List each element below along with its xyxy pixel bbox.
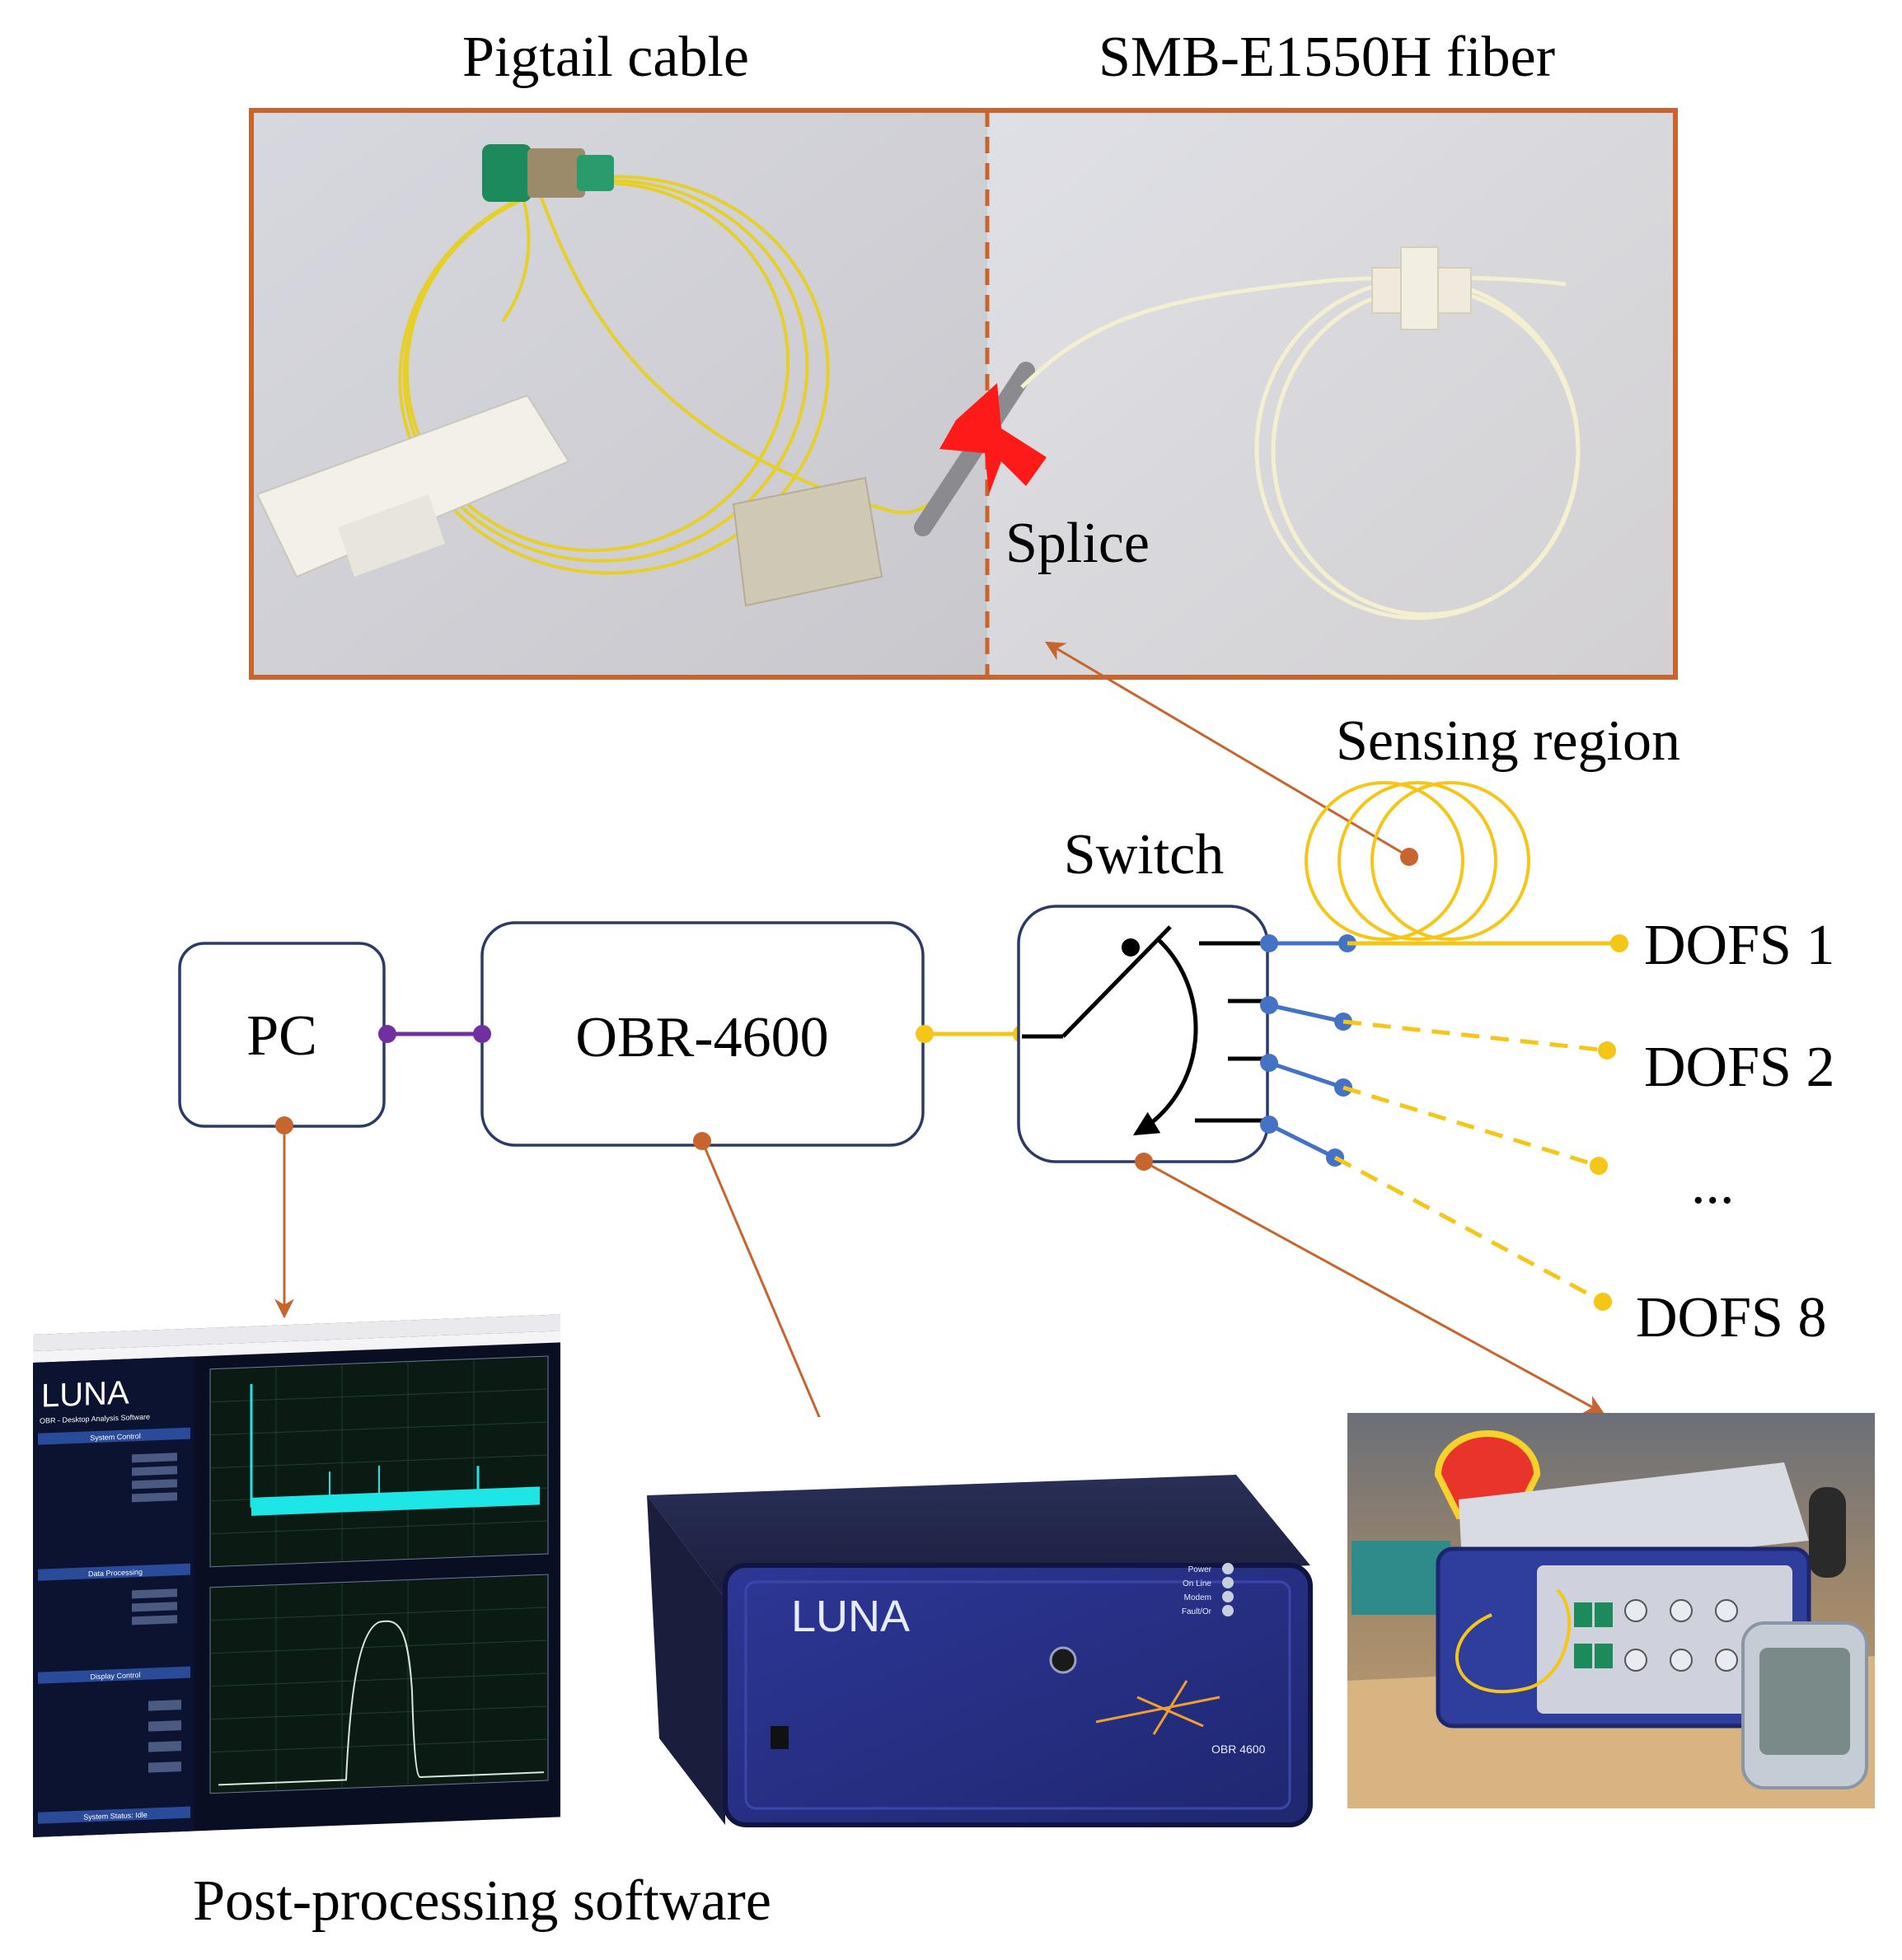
thermo-hygrometer-display — [1759, 1648, 1850, 1755]
display-control-header: Display Control — [90, 1671, 140, 1681]
photo-panel-frame — [249, 108, 1678, 680]
obr-model-text: OBR 4600 — [1211, 1742, 1266, 1756]
dofs-8-label: DOFS 8 — [1636, 1286, 1826, 1350]
svg-text:On Line: On Line — [1183, 1579, 1211, 1588]
obr-indicator-leds: Power On Line Modem Fault/Or — [1182, 1563, 1234, 1616]
pc-label: PC — [246, 1004, 317, 1068]
dofs-2-label: DOFS 2 — [1644, 1036, 1834, 1099]
dofs-1-label: DOFS 1 — [1644, 914, 1834, 977]
obr-device-logo: LUNA — [791, 1592, 910, 1641]
switch-to-lab-arrow — [1143, 1160, 1605, 1415]
sensing-region-label: Sensing region — [1336, 709, 1680, 773]
toolbox — [1352, 1541, 1450, 1615]
pc-port-dot — [378, 1025, 396, 1043]
switch-port-array — [1624, 1599, 1738, 1672]
post-processing-caption: Post-processing software — [193, 1869, 771, 1933]
lab-background-object — [1809, 1487, 1846, 1578]
switch-output-connectors — [1260, 934, 1356, 1167]
svg-text:Modem: Modem — [1184, 1593, 1211, 1602]
backscatter-trace — [251, 1486, 540, 1516]
tape-pieces — [255, 394, 883, 607]
switch-symbol — [1022, 925, 1269, 1136]
fc-connector — [482, 144, 614, 202]
spectrum-trace — [218, 1620, 544, 1786]
fiber-tape-cross — [1400, 246, 1439, 330]
fiber-photo-background — [987, 110, 1675, 677]
obr-fiber-port — [1049, 1646, 1077, 1674]
sensing-region-dot — [1400, 848, 1418, 866]
sensing-region-coil — [1305, 781, 1530, 941]
splice-label: Splice — [1005, 512, 1150, 575]
obr-starburst-logo — [1095, 1680, 1220, 1735]
obr-output-dot — [916, 1025, 934, 1043]
dofs-ellipsis-label: ... — [1691, 1153, 1735, 1216]
dofs-fibers — [1333, 934, 1628, 1311]
splice-lightning-icon — [939, 383, 1047, 494]
software-screenshot: LUNA OBR - Desktop Analysis Software Sys… — [33, 1314, 560, 1837]
fiber-type-label: SMB-E1550H fiber — [1099, 26, 1555, 89]
obr-power-switch — [771, 1726, 789, 1749]
system-control-header: System Control — [90, 1432, 141, 1442]
obr-device-photo: LUNA Power On Line Modem Fault/Or OBR 46… — [577, 1417, 1343, 1845]
photo-panel: Pigtail cable SMB-E1550H fiber — [249, 26, 1678, 680]
lab-yellow-fiber — [1455, 1588, 1571, 1694]
lab-switch-photo — [1347, 1413, 1875, 1808]
system-status-header: System Status: Idle — [83, 1811, 148, 1822]
pigtail-photo-background — [251, 110, 987, 677]
software-logo: LUNA — [41, 1375, 129, 1415]
switch-pivot-dot — [1122, 938, 1140, 957]
svg-text:Fault/Or: Fault/Or — [1182, 1607, 1212, 1616]
pigtail-cable-label: Pigtail cable — [462, 26, 749, 89]
obr-label: OBR-4600 — [575, 1006, 828, 1069]
svg-text:Power: Power — [1188, 1565, 1212, 1574]
data-processing-header: Data Processing — [88, 1568, 143, 1579]
switch-green-connectors — [1574, 1602, 1613, 1668]
obr-pc-port-dot — [473, 1025, 491, 1043]
switch-label: Switch — [1064, 823, 1224, 886]
